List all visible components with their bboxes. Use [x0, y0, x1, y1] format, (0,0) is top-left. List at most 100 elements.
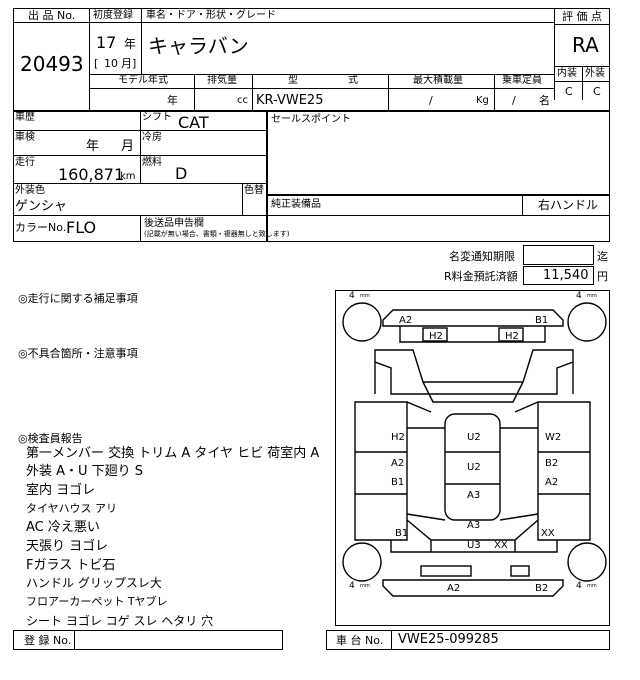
interior-label: 内装 [557, 68, 577, 79]
mark-right-front: W2 [545, 432, 561, 443]
exterior-grade: C [593, 85, 601, 98]
displacement-label: 排気量 [207, 75, 237, 86]
mark-rear-bumper-right: B2 [535, 583, 548, 594]
mark-headlight-right: H2 [505, 331, 519, 342]
history-label: 車歴 [15, 112, 35, 123]
notice-deadline-box [523, 245, 594, 265]
inspector-line: ハンドル グリップスレ大 [26, 576, 162, 590]
right-side [537, 401, 591, 541]
mark-roof-front: U2 [467, 432, 481, 443]
mark-lower-xx: XX [494, 540, 508, 551]
exterior-color-label: 外装色 [15, 185, 45, 196]
inspector-line: 天張り ヨゴレ [26, 539, 109, 554]
tire-unit: mm [587, 293, 597, 299]
tire-unit: mm [360, 583, 370, 589]
vehicle-type: KR-VWE25 [256, 93, 324, 108]
mark-left-front: H2 [391, 432, 405, 443]
rear-bumper [382, 579, 564, 597]
first-reg-label: 初度登録 [93, 10, 133, 21]
mark-front-bumper-right: B1 [535, 315, 548, 326]
driving-notes-label: ◎走行に関する補足事項 [18, 292, 138, 305]
tire-rear-right [567, 542, 607, 582]
inspector-line: タイヤハウス アリ [26, 502, 117, 515]
lot-number: 20493 [20, 52, 84, 76]
inspection-year-unit: 年 [86, 139, 100, 154]
equipment-box [267, 195, 610, 242]
reg-month-unit: 月] [121, 57, 137, 70]
rear-body [406, 519, 539, 541]
shift-value: CAT [178, 113, 209, 132]
color-no-value: FLO [66, 218, 97, 237]
capacity-slash: / [512, 94, 516, 107]
notice-deadline-label: 名変通知期限 [449, 250, 515, 263]
color-no-label: カラーNo. [15, 221, 67, 234]
type-label-2: 式 [348, 75, 358, 86]
car-name-label: 車名・ドア・形状・グレード [146, 10, 276, 21]
mileage-value: 160,871 [58, 165, 125, 184]
tire-label: 4 [576, 581, 582, 591]
front-body [374, 349, 574, 395]
genuine-equip-label: 純正装備品 [271, 199, 321, 210]
reg-month-bracket: [ [94, 57, 99, 70]
mark-right-rear: XX [541, 528, 555, 539]
inspection-label: 車検 [15, 132, 35, 143]
mark-roof-mid: U2 [467, 462, 481, 473]
tire-rear-left [342, 542, 382, 582]
roof [444, 413, 501, 521]
mileage-unit: km [120, 171, 136, 182]
mileage-label: 走行 [15, 157, 35, 168]
mark-lower-mid: A3 [467, 520, 480, 531]
left-side [354, 401, 408, 541]
mark-left-rear: B1 [395, 528, 408, 539]
front-bumper [382, 309, 564, 327]
header-block [13, 8, 610, 111]
mark-roof-rear: A3 [467, 490, 480, 501]
car-name: キャラバン [148, 34, 249, 58]
chassis-label: 車 台 No. [336, 634, 384, 647]
recycle-label: R料金預託済額 [444, 270, 518, 283]
mark-right-mid-top: B2 [545, 458, 558, 469]
tire-front-left [342, 302, 382, 342]
inspector-line: フロアーカーペット Tヤブレ [26, 595, 168, 608]
chassis-box [326, 630, 610, 650]
inspector-line: 室内 ヨゴレ [26, 483, 96, 498]
reg-no-label: 登 録 No. [24, 634, 72, 647]
reg-no-box [13, 630, 283, 650]
type-label: 型 [288, 75, 298, 86]
damage-diagram: 4 4 4 4 mm mm mm mm A2 B1 H2 H2 H2 A2 B1… [342, 291, 607, 597]
mark-rear-bumper-left: A2 [447, 583, 460, 594]
recycle-amount: 11,540 [543, 268, 589, 283]
eval-label: 評 価 点 [562, 10, 602, 23]
damage-diagram-frame [335, 290, 610, 626]
exterior-color-value: ゲンシャ [15, 199, 68, 214]
reg-year: 17 [96, 33, 117, 52]
interior-grade: C [565, 85, 573, 98]
capacity-unit: 名 [539, 94, 550, 107]
tire-label: 4 [349, 291, 355, 301]
inspector-line: 外装 A・U 下廻り S [26, 464, 144, 479]
ac-label: 冷房 [142, 132, 162, 143]
post-declaration-note: (記載が無い場合、書類・複器無しと致します) [144, 230, 290, 238]
eval-score: RA [572, 33, 599, 57]
tire-label: 4 [349, 581, 355, 591]
mark-left-mid-top: A2 [391, 458, 404, 469]
mark-front-bumper-left: A2 [399, 315, 412, 326]
inspector-line: シート ヨゴレ コゲ スレ ヘタリ 穴 [26, 614, 214, 628]
capacity-label: 乗車定員 [502, 75, 542, 86]
recycle-box [523, 266, 594, 285]
inspector-line: 第一メンバー 交換 トリム A タイヤ ヒビ 荷室内 A [26, 446, 320, 461]
defects-label: ◎不具合箇所・注意事項 [18, 347, 138, 360]
mark-right-mid-bottom: A2 [545, 477, 558, 488]
inspector-line: Fガラス トビ石 [26, 558, 116, 573]
sales-point-label: セールスポイント [271, 114, 351, 125]
chassis-number: VWE25-099285 [398, 632, 499, 647]
color-change-label: 色替 [244, 185, 264, 196]
fuel-value: D [175, 164, 188, 183]
lot-no-label: 出 品 No. [28, 9, 76, 22]
model-year-label: モデル年式 [118, 75, 168, 86]
reg-month: 10 [104, 57, 118, 70]
mark-left-mid-bottom: B1 [391, 477, 404, 488]
model-year-unit: 年 [167, 94, 178, 107]
tire-label: 4 [576, 291, 582, 301]
max-load-slash: / [429, 94, 433, 107]
